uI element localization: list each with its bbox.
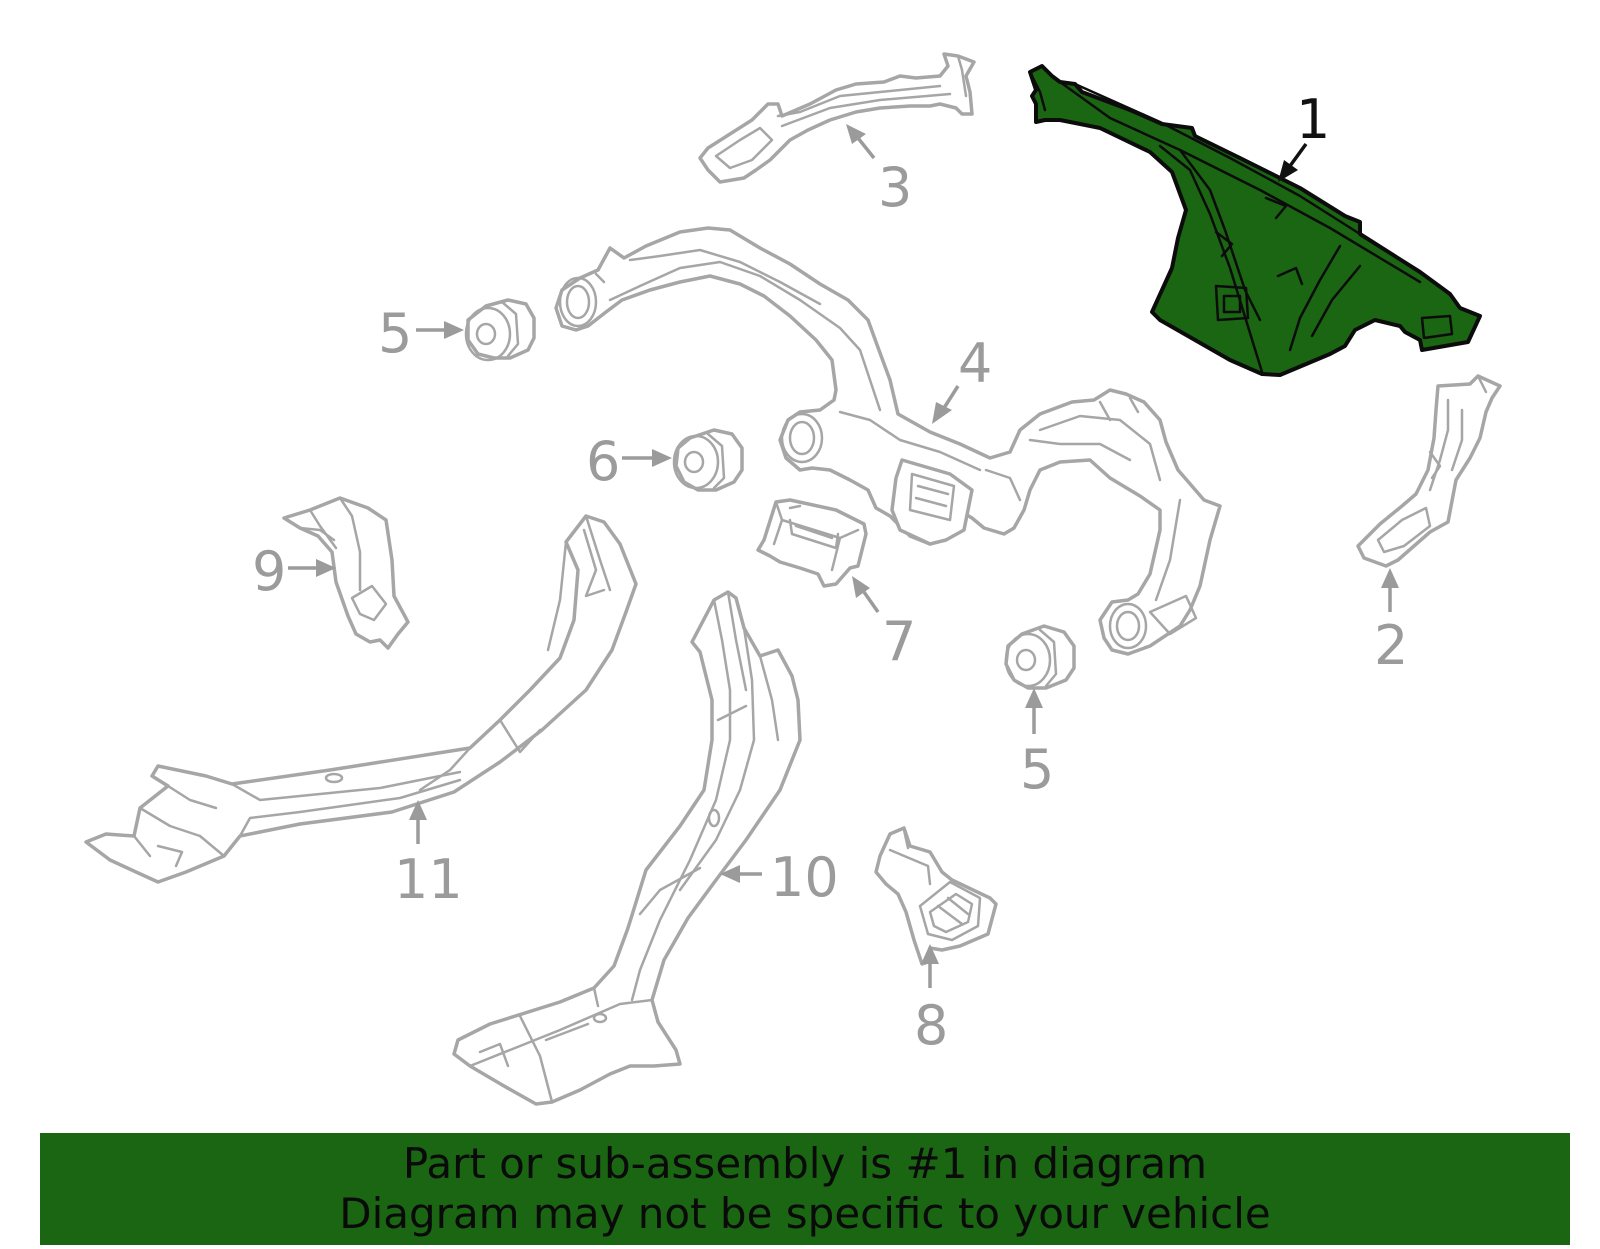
callout-9: 9 bbox=[252, 540, 286, 603]
part-11-long-duct bbox=[84, 514, 638, 884]
disclaimer-banner: Part or sub-assembly is #1 in diagram Di… bbox=[40, 1133, 1570, 1245]
callout-5-lower: 5 bbox=[1020, 738, 1054, 801]
part-6-grommet bbox=[672, 428, 744, 492]
callout-6: 6 bbox=[586, 430, 620, 493]
part-4-center-duct bbox=[554, 226, 1222, 656]
callout-3: 3 bbox=[878, 156, 912, 219]
callout-10: 10 bbox=[770, 846, 839, 909]
part-7-vent-grille bbox=[756, 498, 868, 588]
callout-8: 8 bbox=[914, 994, 948, 1057]
callout-7: 7 bbox=[882, 610, 916, 673]
callout-5-upper: 5 bbox=[378, 302, 412, 365]
part-2-side-duct bbox=[1356, 374, 1502, 568]
callout-leaders bbox=[288, 124, 1399, 988]
part-5-grommet-upper bbox=[464, 298, 536, 362]
callout-1: 1 bbox=[1296, 88, 1330, 151]
part-5-grommet-lower bbox=[1004, 624, 1076, 690]
callout-2: 2 bbox=[1374, 614, 1408, 677]
banner-line-disclaimer: Diagram may not be specific to your vehi… bbox=[339, 1189, 1271, 1238]
part-10-floor-duct bbox=[452, 590, 802, 1106]
part-9-bracket bbox=[282, 496, 410, 650]
callout-4: 4 bbox=[958, 332, 992, 395]
part-8-outlet bbox=[874, 826, 998, 966]
part-3-defroster-duct bbox=[698, 52, 976, 184]
callout-11: 11 bbox=[394, 848, 463, 911]
parts-diagram: 1 2 3 4 5 5 6 7 8 9 10 11 bbox=[84, 52, 1502, 1106]
banner-line-part: Part or sub-assembly is #1 in diagram bbox=[402, 1139, 1208, 1188]
part-1-main-duct bbox=[1028, 64, 1482, 377]
